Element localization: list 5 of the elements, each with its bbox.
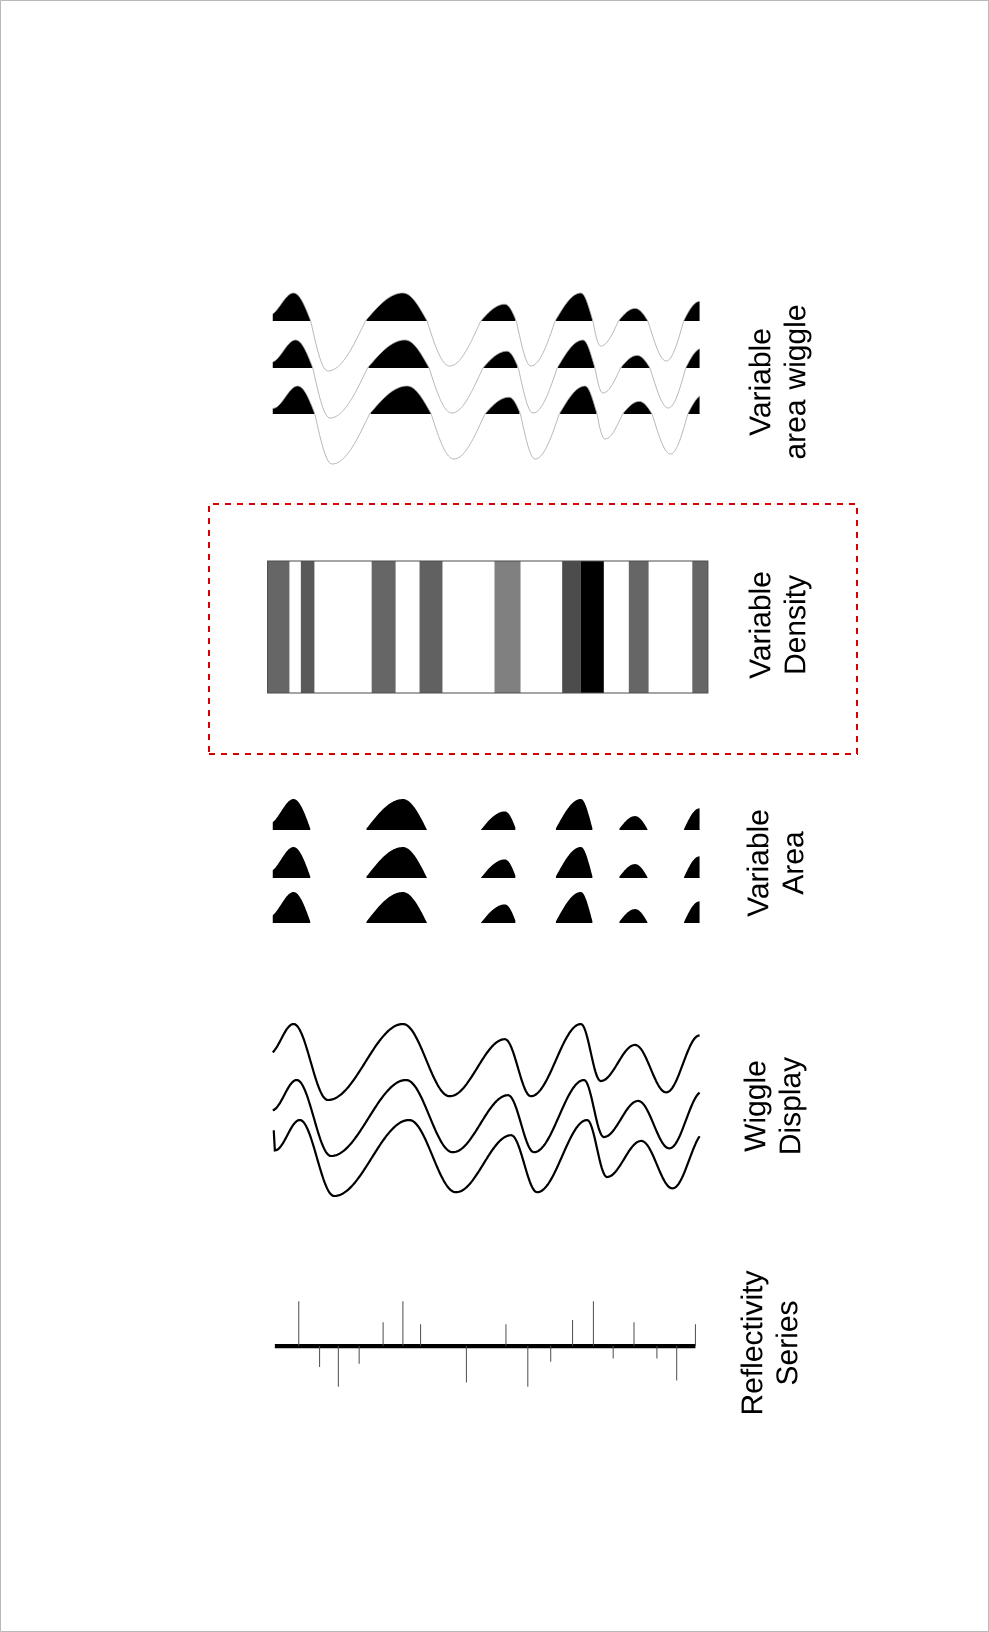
highlight-box: Variable Density: [208, 503, 858, 755]
panel-label: Variable area wiggle: [748, 305, 812, 459]
panel-label: Wiggle Display: [743, 1056, 807, 1153]
panel-label: Variable Area: [746, 810, 804, 917]
panel-label: Reflectivity Series: [740, 1270, 798, 1414]
